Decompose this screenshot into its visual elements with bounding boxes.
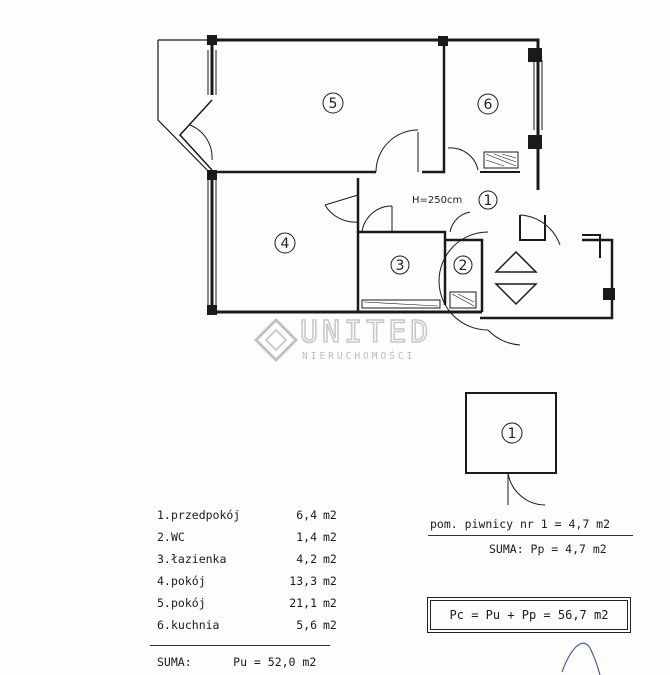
room-6-label: 6 — [484, 97, 493, 113]
signature-mark — [561, 642, 601, 675]
ceiling-height-note: H=250cm — [412, 195, 462, 206]
watermark-logo-icon — [253, 317, 299, 363]
watermark-sub: NIERUCHOMOŚCI — [302, 350, 415, 362]
cellar-area-line: pom. piwnicy nr 1 = 4,7 m2 — [430, 517, 611, 531]
rooms-table-divider — [150, 645, 330, 646]
watermark: UNITED NIERUCHOMOŚCI — [253, 314, 432, 363]
cellar-area-sum: SUMA: Pp = 4,7 m2 — [489, 542, 607, 556]
total-area-formula: Pc = Pu + Pp = 56,7 m2 — [427, 597, 631, 633]
rooms-table: 1. przedpokój 6,4 m2 2. WC 1,4 m2 3. łaz… — [157, 508, 337, 632]
usable-area-sum: SUMA: Pu = 52,0 m2 — [157, 655, 317, 669]
cellar-divider — [428, 535, 633, 536]
room-4-label: 4 — [281, 236, 290, 252]
room-1-label: 1 — [484, 193, 493, 209]
room-5-label: 5 — [329, 96, 338, 112]
room-3-label: 3 — [396, 258, 405, 274]
cellar-label: 1 — [508, 426, 517, 442]
room-2-label: 2 — [459, 258, 468, 274]
watermark-brand: UNITED — [300, 315, 432, 350]
